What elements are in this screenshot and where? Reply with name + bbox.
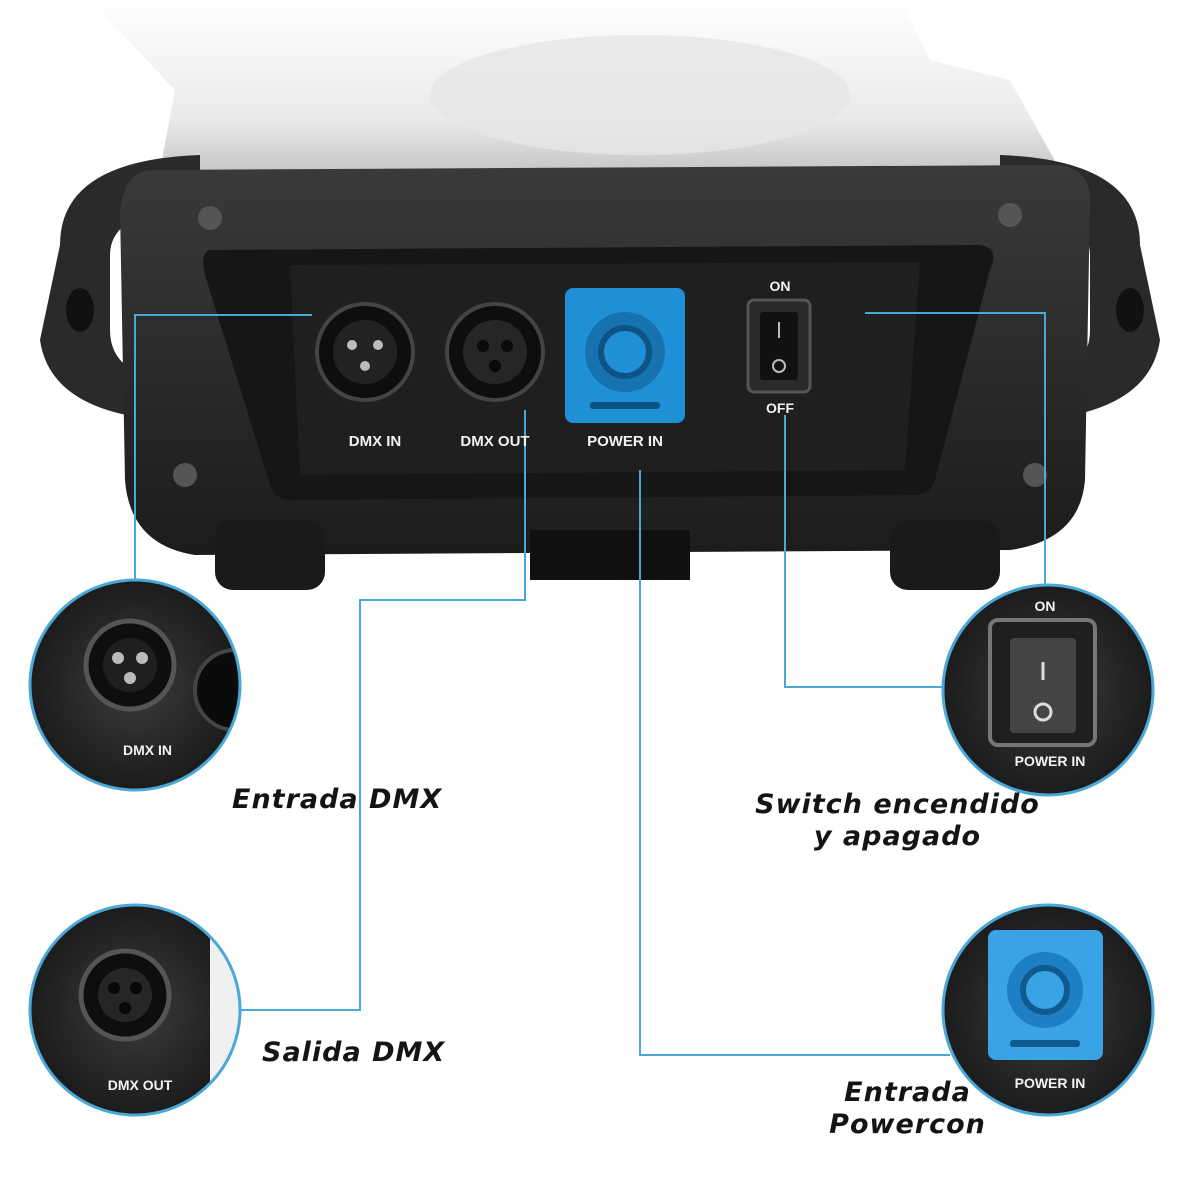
panel-label-dmx-in: DMX IN [348, 433, 402, 450]
inset-label-dmx-out: DMX OUT [107, 1077, 173, 1093]
panel-label-dmx-out: DMX OUT [460, 433, 530, 450]
inset-label-switch-on: ON [1034, 598, 1056, 614]
power-switch [746, 298, 812, 394]
inset-label-switch-power-in: POWER IN [1014, 753, 1086, 769]
caption-powercon: Entrada Powercon [790, 1077, 1025, 1142]
side-handles [40, 155, 1160, 420]
leader-lines [134, 312, 1046, 1056]
inset-label-dmx-in: DMX IN [123, 742, 172, 758]
panel-label-power-in: POWER IN [587, 433, 663, 450]
caption-salida-dmx: Salida DMX [262, 1037, 446, 1068]
caption-switch: Switch encendido y apagado [740, 789, 1055, 854]
caption-switch-line1: Switch encendido [755, 789, 1040, 820]
panel-label-switch-on: ON [769, 278, 791, 294]
dmx-in-connector [315, 302, 415, 402]
inset-switch [941, 583, 1155, 797]
inset-dmx-out [28, 903, 242, 1117]
moving-head-top [90, 0, 1060, 170]
caption-switch-line2: y apagado [813, 821, 982, 853]
caption-powercon-line1: Entrada [844, 1077, 971, 1108]
dmx-out-connector [445, 302, 545, 402]
inset-label-power-in: POWER IN [1014, 1075, 1086, 1091]
powercon-connector [565, 288, 685, 423]
caption-entrada-dmx: Entrada DMX [232, 784, 443, 815]
inset-dmx-in [28, 578, 242, 792]
panel-label-switch-off: OFF [766, 400, 794, 416]
inset-powercon [941, 903, 1155, 1117]
caption-powercon-line2: Powercon [829, 1109, 986, 1141]
